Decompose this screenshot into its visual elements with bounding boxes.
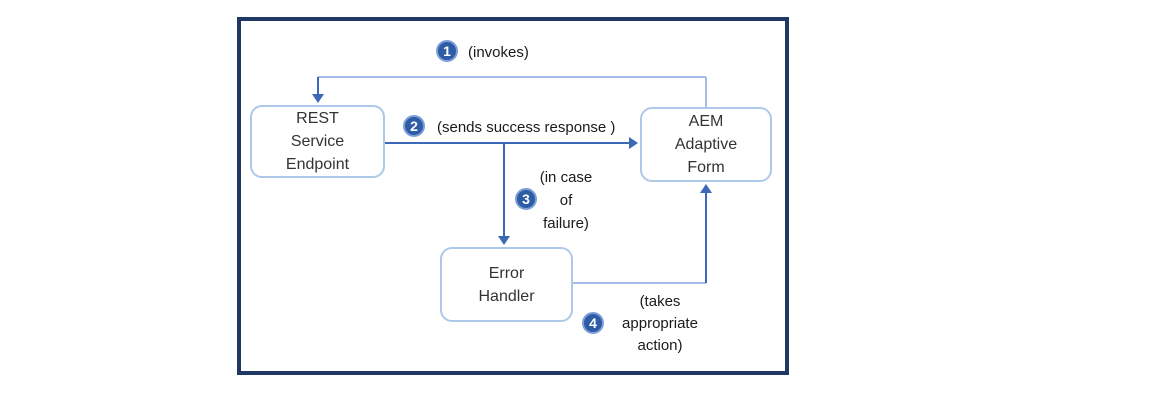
- edge-failure-line: [503, 143, 505, 238]
- node-rest-label: REST Service Endpoint: [285, 110, 350, 173]
- edge-invokes-line-horizontal: [318, 76, 706, 78]
- edge-label-takes-appropriate-action: (takes appropriate action): [622, 293, 698, 354]
- edge-invokes-line-vertical-right: [705, 77, 707, 107]
- edge-action-line-horizontal: [573, 282, 706, 284]
- arrowhead-up-icon: [700, 184, 712, 193]
- arrowhead-right-icon: [629, 137, 638, 149]
- edge-label-success-response: (sends success response ): [437, 119, 616, 136]
- edge-success-line: [385, 142, 631, 144]
- arrowhead-down-icon: [498, 236, 510, 245]
- node-rest-service-endpoint: REST Service Endpoint: [250, 105, 385, 178]
- step-badge-4: 4: [582, 312, 604, 334]
- node-error-handler: Error Handler: [440, 247, 573, 322]
- edge-invokes-line-vertical-left: [317, 77, 319, 95]
- edge-label-in-case-of-failure: (in case of failure): [539, 169, 593, 232]
- node-aem-label: AEM Adaptive Form: [674, 113, 738, 176]
- edge-label-invokes: (invokes): [468, 44, 529, 61]
- node-aem-adaptive-form: AEM Adaptive Form: [640, 107, 772, 182]
- step-badge-1: 1: [436, 40, 458, 62]
- step-badge-3: 3: [515, 188, 537, 210]
- step-badge-2: 2: [403, 115, 425, 137]
- node-error-label: Error Handler: [478, 264, 535, 305]
- arrowhead-down-icon: [312, 94, 324, 103]
- edge-action-line-vertical: [705, 193, 707, 283]
